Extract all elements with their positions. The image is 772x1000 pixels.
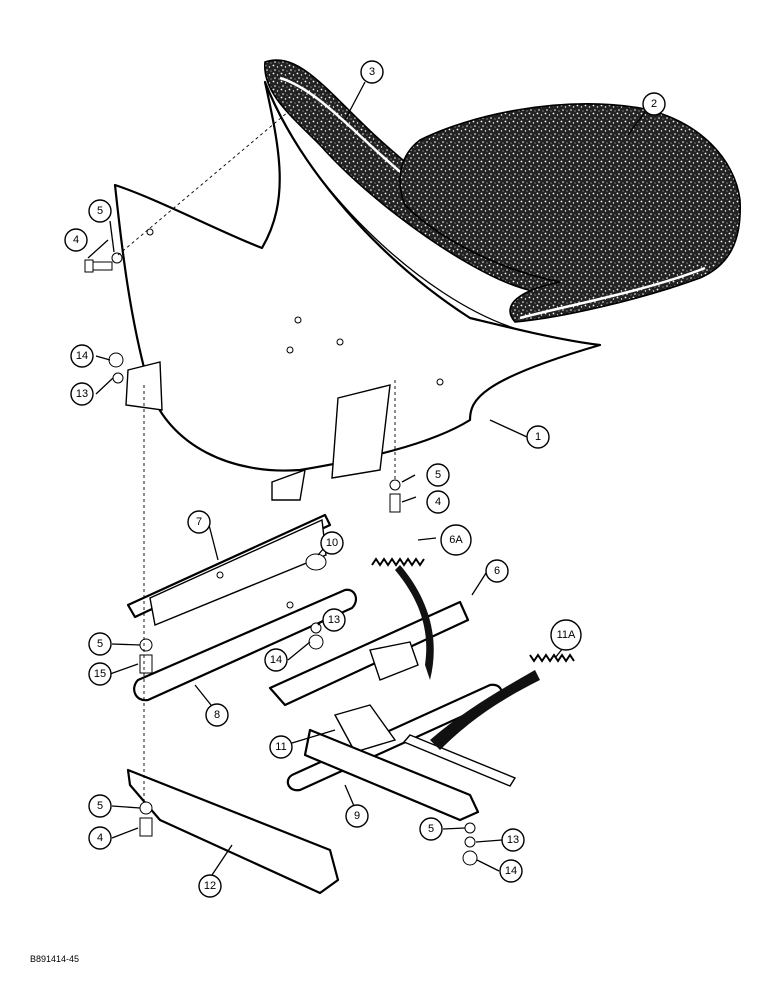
spring-6a [371,557,425,567]
svg-text:5: 5 [97,638,103,650]
callout-12: 12 [198,874,222,898]
callout-10: 10 [320,531,344,555]
callout-2: 2 [642,92,666,116]
svg-text:4: 4 [73,234,79,246]
lower-slide-rail [303,728,480,822]
svg-text:13: 13 [328,614,340,626]
seat-pan-bracket-rear [331,384,391,479]
svg-text:7: 7 [196,516,202,528]
callout-6: 6 [485,559,509,583]
svg-text:14: 14 [270,654,282,666]
svg-text:1: 1 [535,431,541,443]
washer-5-right [464,822,476,834]
callout-4-mid: 4 [426,490,450,514]
callout-13-right: 13 [501,828,525,852]
callout-5-right: 5 [419,817,443,841]
callout-1: 1 [526,425,550,449]
callout-11: 11 [269,735,293,759]
latch-slide-rail [268,600,470,707]
nut-14-upper [108,352,124,368]
svg-text:5: 5 [428,823,434,835]
seat-cushion-piping [519,266,706,320]
washer-5-mid [389,479,401,491]
mounting-plate [133,588,358,702]
figure-code: B891414-45 [30,954,79,964]
svg-text:11A: 11A [557,629,576,641]
washer-13-right [464,836,476,848]
svg-text:6: 6 [494,565,500,577]
washer-5-upper [111,252,123,264]
callout-5-lower: 5 [88,794,112,818]
nut-14-right [462,850,478,866]
callout-5-mid: 5 [426,463,450,487]
callout-5-upper: 5 [88,199,112,223]
washer-5-lower [139,801,153,815]
svg-text:4: 4 [97,832,103,844]
seat-pan-rim [264,81,521,331]
nut-14-mid [308,634,324,650]
callout-5-left: 5 [88,632,112,656]
latch-plate [369,641,419,681]
svg-text:13: 13 [507,834,519,846]
svg-text:5: 5 [435,469,441,481]
svg-text:4: 4 [435,496,441,508]
callout-3: 3 [360,60,384,84]
latch-lever [333,704,397,753]
spring-6a-arrow [395,565,434,680]
svg-text:3: 3 [369,66,375,78]
svg-text:13: 13 [76,388,88,400]
bolt-4-upper [84,259,113,273]
svg-text:14: 14 [505,865,517,877]
callout-14-right: 14 [499,859,523,883]
callout-13-mid: 13 [322,608,346,632]
bumper-10 [305,553,327,571]
seat-pan-bracket-front [271,468,306,501]
callout-6a: 6A [440,524,472,556]
svg-text:9: 9 [354,810,360,822]
upper-slide-rail-body [149,518,327,626]
washer-13-mid [310,622,322,634]
svg-text:10: 10 [326,537,338,549]
callout-13-upper: 13 [70,382,94,406]
svg-text:2: 2 [651,98,657,110]
seat-pan [113,80,602,472]
latch-rod [402,734,517,787]
svg-text:5: 5 [97,800,103,812]
callout-15: 15 [88,662,112,686]
seat-cushion [399,103,741,323]
base-rail [126,768,340,895]
callout-7: 7 [187,510,211,534]
bolt-4-lower [139,817,153,837]
callout-4-upper: 4 [64,228,88,252]
spring-11a-arrow [430,670,540,750]
callout-9: 8 [205,703,229,727]
washer-13-upper [112,372,124,384]
callout-14-mid: 14 [264,648,288,672]
svg-text:5: 5 [97,205,103,217]
callout-14-upper: 14 [70,344,94,368]
bolt-15 [139,654,153,674]
svg-text:14: 14 [76,350,88,362]
svg-text:8: 8 [214,709,220,721]
svg-text:12: 12 [204,880,216,892]
svg-text:11: 11 [275,741,286,753]
bolt-4-mid [389,493,401,513]
callout-4-lower: 4 [88,826,112,850]
svg-text:6A: 6A [449,534,463,546]
svg-text:15: 15 [94,668,106,680]
callout-11a: 11A [550,619,582,651]
washer-5-left [139,638,153,652]
callout-8: 9 [345,804,369,828]
spring-11a [529,653,575,663]
